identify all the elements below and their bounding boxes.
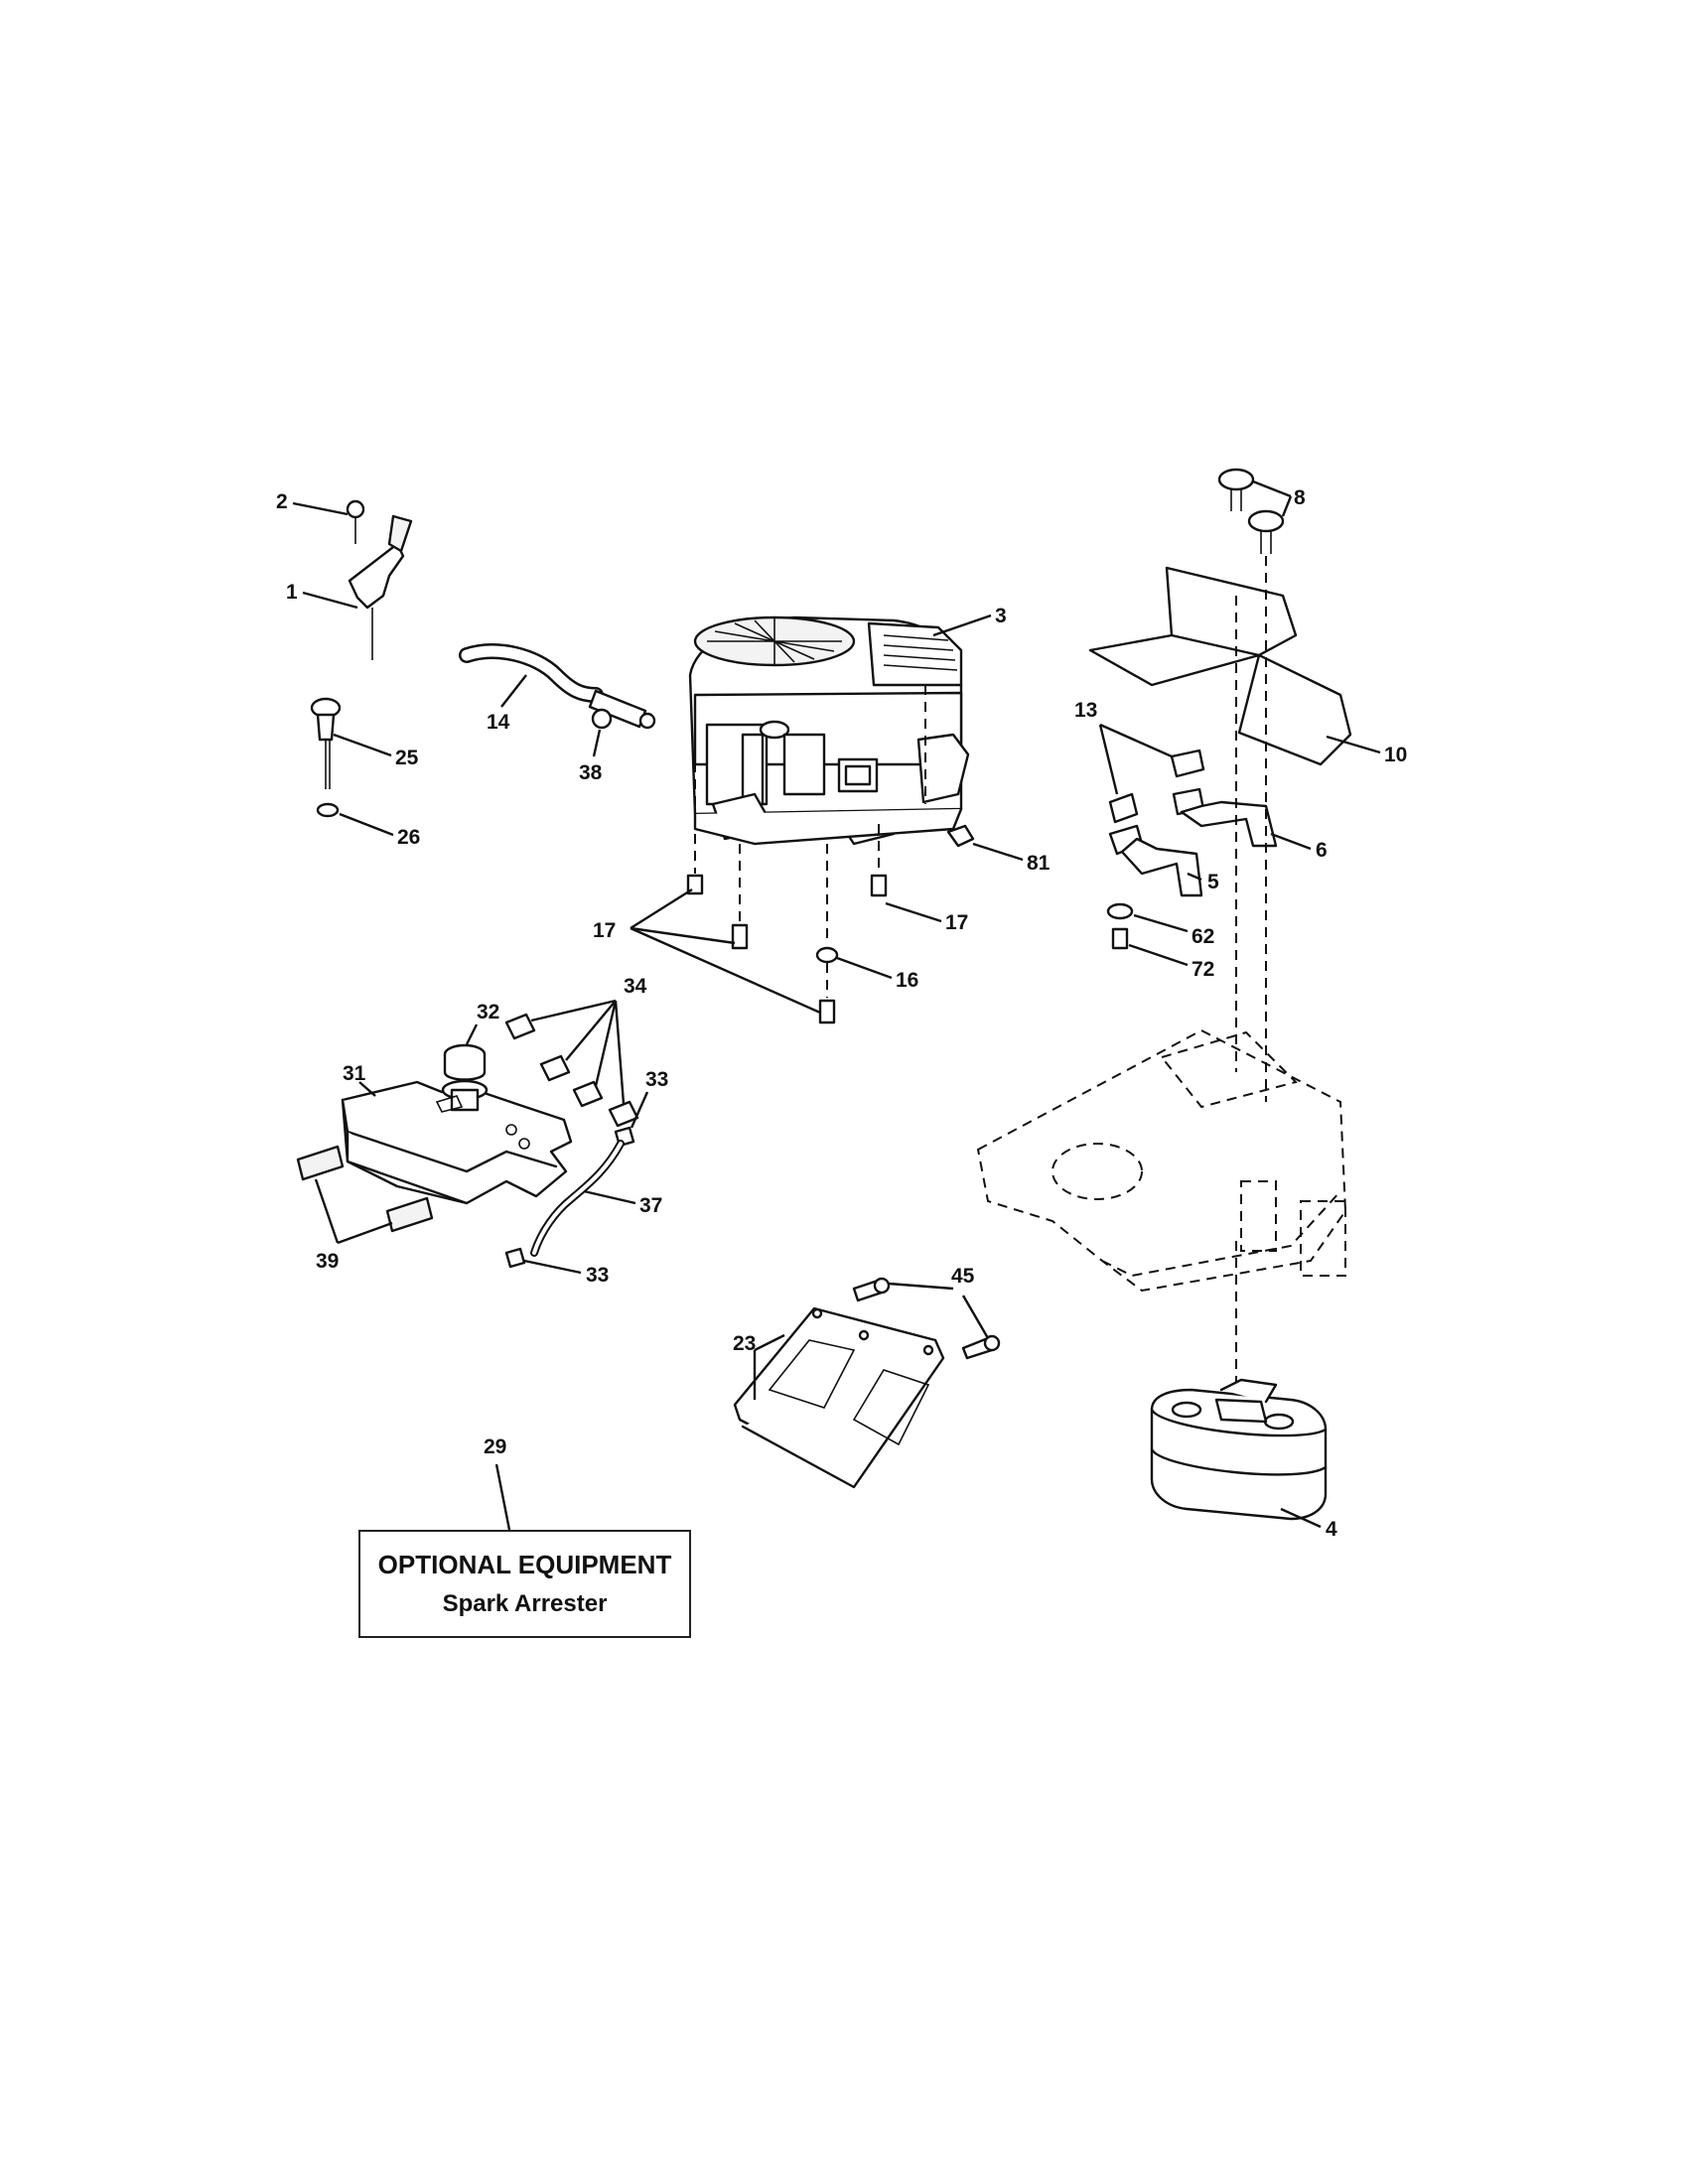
callout-33b: 33 xyxy=(586,1264,609,1287)
muffler-4 xyxy=(1150,1378,1328,1521)
optional-equipment-subtitle: Spark Arrester xyxy=(442,1590,608,1617)
leader-81 xyxy=(972,842,1024,862)
callout-38: 38 xyxy=(579,761,603,784)
leader-33a xyxy=(630,1091,649,1129)
leader-16 xyxy=(836,956,893,980)
callout-34: 34 xyxy=(624,975,647,998)
leader-5 xyxy=(1187,872,1202,882)
leader-45a xyxy=(888,1282,954,1291)
callout-81: 81 xyxy=(1027,852,1051,875)
leader-62 xyxy=(1133,913,1189,933)
leader-37 xyxy=(583,1189,636,1205)
leader-17a-3 xyxy=(630,926,821,1015)
clamp-33b xyxy=(504,1247,526,1269)
exhaust-gaskets-13 xyxy=(1108,749,1205,824)
air-filter-housing-31 xyxy=(341,1079,573,1205)
callout-37: 37 xyxy=(639,1194,662,1217)
washer-26 xyxy=(316,802,340,818)
callout-4: 4 xyxy=(1326,1518,1337,1541)
engine-assembly xyxy=(688,615,970,846)
callout-14: 14 xyxy=(487,711,510,734)
leader-38 xyxy=(592,729,602,757)
leader-1 xyxy=(302,591,358,610)
leader-45b xyxy=(961,1295,990,1339)
leader-34c xyxy=(594,1000,618,1087)
callout-8: 8 xyxy=(1294,486,1306,509)
engine-mount-bolts xyxy=(686,824,888,1024)
throttle-control-bracket xyxy=(346,499,413,660)
callout-2: 2 xyxy=(276,490,288,513)
leader-6 xyxy=(1270,832,1312,851)
callout-17a: 17 xyxy=(593,919,616,942)
heat-shield-bolts xyxy=(1217,468,1285,554)
leader-17a-2 xyxy=(630,926,736,945)
callout-3: 3 xyxy=(995,605,1007,627)
leader-4 xyxy=(1280,1507,1322,1529)
callout-5: 5 xyxy=(1207,871,1219,893)
exhaust-pipe-5 xyxy=(1108,824,1203,897)
fuel-filter-38 xyxy=(588,689,656,730)
leader-39a xyxy=(314,1178,340,1244)
leader-17b xyxy=(885,901,942,923)
leader-17a-1 xyxy=(630,887,693,930)
leader-13b xyxy=(1099,723,1173,758)
callout-17b: 17 xyxy=(945,911,968,934)
leader-32 xyxy=(465,1024,479,1045)
callout-32: 32 xyxy=(477,1001,499,1024)
leader-10 xyxy=(1326,735,1381,754)
callout-26: 26 xyxy=(397,826,420,849)
leader-39b xyxy=(337,1221,393,1245)
callout-39: 39 xyxy=(316,1250,339,1273)
screws-45 xyxy=(852,1277,1001,1360)
leader-8 xyxy=(1252,479,1292,498)
leader-2 xyxy=(292,501,349,516)
callout-10: 10 xyxy=(1384,744,1407,766)
callout-31: 31 xyxy=(343,1062,366,1085)
knob-32 xyxy=(443,1043,487,1081)
leader-31 xyxy=(358,1081,376,1097)
callout-33a: 33 xyxy=(645,1068,668,1091)
washer-62 xyxy=(1106,902,1134,920)
seals-34 xyxy=(504,1013,639,1128)
dipstick xyxy=(310,697,342,789)
frame-plate xyxy=(976,1028,1347,1293)
exhaust-pipe-6 xyxy=(1172,787,1278,848)
leader-29 xyxy=(494,1463,511,1531)
leader-23 xyxy=(754,1333,785,1352)
leader-33b xyxy=(523,1259,582,1275)
callout-25: 25 xyxy=(395,747,419,769)
connector-81 xyxy=(946,824,975,848)
callout-62: 62 xyxy=(1192,925,1214,948)
optional-equipment-box: OPTIONAL EQUIPMENT Spark Arrester xyxy=(358,1530,691,1638)
shield-23 xyxy=(733,1306,945,1489)
leader-3 xyxy=(932,614,992,637)
callout-23: 23 xyxy=(733,1332,756,1355)
leader-8b xyxy=(1281,495,1293,517)
callout-29: 29 xyxy=(484,1435,506,1458)
leader-34b xyxy=(565,1000,617,1061)
callout-72: 72 xyxy=(1192,958,1214,981)
optional-equipment-title: OPTIONAL EQUIPMENT xyxy=(377,1550,672,1579)
leader-34a xyxy=(530,999,617,1023)
leader-26 xyxy=(339,812,394,837)
leader-25 xyxy=(333,733,392,757)
leader-34d xyxy=(614,1000,626,1105)
callout-45: 45 xyxy=(951,1265,975,1288)
callout-13: 13 xyxy=(1074,699,1097,722)
callout-1: 1 xyxy=(286,581,298,604)
leader-13a xyxy=(1098,724,1119,795)
heat-shield-10 xyxy=(1088,566,1352,766)
bolt-72 xyxy=(1111,927,1129,950)
leader-72 xyxy=(1128,943,1189,967)
leader-14 xyxy=(500,674,527,708)
callout-6: 6 xyxy=(1316,839,1328,862)
callout-16: 16 xyxy=(896,969,918,992)
